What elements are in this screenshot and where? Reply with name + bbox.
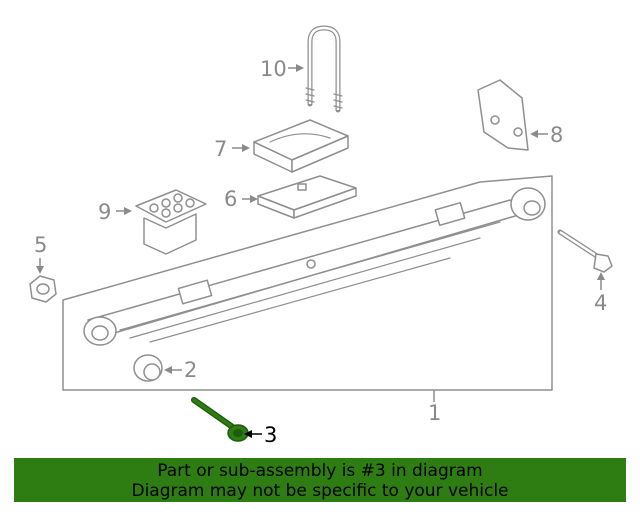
callout-1[interactable]: 1 <box>428 401 441 425</box>
spring-plate[interactable] <box>257 175 357 219</box>
leaf-spring[interactable] <box>83 187 546 346</box>
part-info-banner: Part or sub-assembly is #3 in diagram Di… <box>14 458 626 502</box>
shackle-bracket[interactable] <box>477 79 529 151</box>
callout-4[interactable]: 4 <box>594 291 607 315</box>
callout-9[interactable]: 9 <box>98 200 111 224</box>
u-bolt[interactable] <box>305 25 343 113</box>
shackle-bolt[interactable] <box>557 229 613 273</box>
banner-line-1: Part or sub-assembly is #3 in diagram <box>157 461 483 481</box>
parts-diagram: 1 2 3 4 5 6 7 8 9 10 <box>29 25 613 447</box>
callout-arrows <box>36 64 605 438</box>
callout-5[interactable]: 5 <box>34 233 47 257</box>
callout-2[interactable]: 2 <box>184 358 197 382</box>
spring-bolt[interactable] <box>191 397 249 442</box>
nut[interactable] <box>29 275 57 303</box>
spacer-pad[interactable] <box>253 119 349 173</box>
assembly-outline <box>62 175 553 391</box>
callout-7[interactable]: 7 <box>214 137 227 161</box>
callout-6[interactable]: 6 <box>224 187 237 211</box>
bushing[interactable] <box>133 354 163 382</box>
bump-stop[interactable] <box>135 189 207 255</box>
callout-3[interactable]: 3 <box>264 423 277 447</box>
callout-8[interactable]: 8 <box>550 123 563 147</box>
callout-10[interactable]: 10 <box>260 57 287 81</box>
banner-line-2: Diagram may not be specific to your vehi… <box>131 481 509 501</box>
